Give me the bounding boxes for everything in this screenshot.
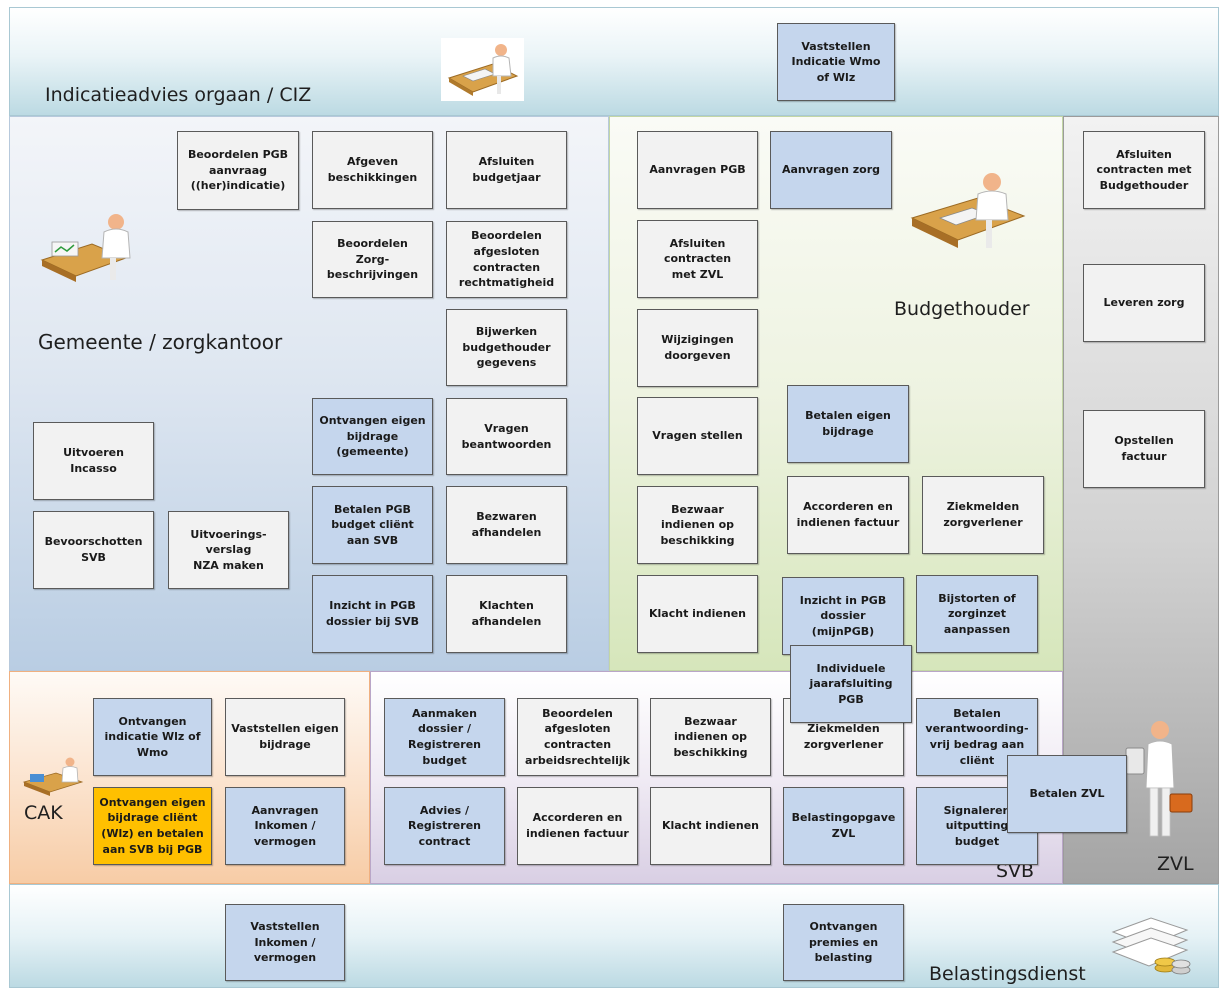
documents-and-coins-icon: [1107, 910, 1195, 984]
box-vaststellen-eigen-bijdrage: Vaststellen eigen bijdrage: [225, 698, 345, 776]
box-ontvangen-eigen-bijdrage-gemeente: Ontvangen eigen bijdrage (gemeente): [312, 398, 433, 475]
lane-label-budgethouder: Budgethouder: [894, 298, 1030, 320]
box-ontvangen-indicatie: Ontvangen indicatie Wlz of Wmo: [93, 698, 212, 776]
box-afgeven-beschikkingen: Afgeven beschikkingen: [312, 131, 433, 209]
box-inzicht-pgb-dossier-svb: Inzicht in PGB dossier bij SVB: [312, 575, 433, 653]
box-individuele-jaarafsluiting: Individuele jaarafsluiting PGB: [790, 645, 912, 723]
lane-label-gemeente: Gemeente / zorgkantoor: [38, 330, 283, 354]
box-wijzigingen-doorgeven: Wijzigingen doorgeven: [637, 309, 758, 387]
box-beoordelen-pgb-aanvraag: Beoordelen PGB aanvraag ((her)indicatie): [177, 131, 299, 210]
box-opstellen-factuur: Opstellen factuur: [1083, 410, 1205, 488]
clerk-at-desk-icon: [38, 208, 134, 288]
lane-ciz: [9, 7, 1219, 116]
box-aanvragen-inkomen: Aanvragen Inkomen / vermogen: [225, 787, 345, 865]
box-accorderen-factuur-svb: Accorderen en indienen factuur: [517, 787, 638, 865]
box-aanvragen-pgb: Aanvragen PGB: [637, 131, 758, 209]
box-beoordelen-arbeidsrechtelijk: Beoordelen afgesloten contracten arbeids…: [517, 698, 638, 776]
box-bijstorten: Bijstorten of zorginzet aanpassen: [916, 575, 1038, 653]
box-bezwaar-indienen-svb: Bezwaar indienen op beschikking: [650, 698, 771, 776]
box-beoordelen-contracten-rechtmatigheid: Beoordelen afgesloten contracten rechtma…: [446, 221, 567, 298]
box-bezwaar-indienen-budgethouder: Bezwaar indienen op beschikking: [637, 486, 758, 564]
box-klachten-afhandelen: Klachten afhandelen: [446, 575, 567, 653]
box-leveren-zorg: Leveren zorg: [1083, 264, 1205, 342]
box-uitvoeringsverslag: Uitvoerings- verslag NZA maken: [168, 511, 289, 589]
box-afsluiten-budgetjaar: Afsluiten budgetjaar: [446, 131, 567, 209]
box-inzicht-mijnpgb: Inzicht in PGB dossier (mijnPGB): [782, 577, 904, 655]
worker-with-briefcase-icon: [1120, 718, 1198, 844]
lane-label-ciz: Indicatieadvies orgaan / CIZ: [45, 84, 312, 106]
lane-belastingsdienst: [9, 884, 1219, 988]
box-ontvangen-eigen-bijdrage-client: Ontvangen eigen bijdrage cliënt (Wlz) en…: [93, 787, 212, 865]
lane-label-belastingsdienst: Belastingsdienst: [929, 963, 1086, 985]
lane-label-svb: SVB: [996, 860, 1035, 882]
box-vaststellen-indicatie: Vaststellen Indicatie Wmo of Wlz: [777, 23, 895, 101]
person-at-desk-icon: [906, 168, 1032, 258]
box-bijwerken-budgethouder-gegevens: Bijwerken budgethouder gegevens: [446, 309, 567, 386]
box-aanmaken-dossier: Aanmaken dossier / Registreren budget: [384, 698, 505, 776]
box-afsluiten-contracten-budgethouder: Afsluiten contracten met Budgethouder: [1083, 131, 1205, 209]
box-bevoorschotten-svb: Bevoorschotten SVB: [33, 511, 154, 589]
box-vragen-stellen: Vragen stellen: [637, 397, 758, 475]
box-bezwaren-afhandelen: Bezwaren afhandelen: [446, 486, 567, 564]
box-vragen-beantwoorden: Vragen beantwoorden: [446, 398, 567, 475]
box-vaststellen-inkomen: Vaststellen Inkomen / vermogen: [225, 904, 345, 981]
box-betalen-zvl: Betalen ZVL: [1007, 755, 1127, 833]
box-klacht-indienen-svb: Klacht indienen: [650, 787, 771, 865]
box-advies-registreren: Advies / Registreren contract: [384, 787, 505, 865]
lane-label-cak: CAK: [24, 802, 63, 824]
box-afsluiten-contracten-zvl: Afsluiten contracten met ZVL: [637, 220, 758, 298]
box-aanvragen-zorg: Aanvragen zorg: [770, 131, 892, 209]
box-ontvangen-premies: Ontvangen premies en belasting: [783, 904, 904, 981]
person-at-desk-icon: [22, 756, 86, 798]
lane-label-zvl: ZVL: [1157, 853, 1194, 875]
box-belastingopgave-zvl: Belastingopgave ZVL: [783, 787, 904, 865]
box-klacht-indienen-budgethouder: Klacht indienen: [637, 575, 758, 653]
person-at-desk-icon: [441, 38, 524, 101]
box-betalen-pgb-budget: Betalen PGB budget cliënt aan SVB: [312, 486, 433, 564]
box-beoordelen-zorgbeschrijvingen: Beoordelen Zorg- beschrijvingen: [312, 221, 433, 298]
box-uitvoeren-incasso: Uitvoeren Incasso: [33, 422, 154, 500]
box-ziekmelden-budgethouder: Ziekmelden zorgverlener: [922, 476, 1044, 554]
box-betalen-eigen-bijdrage: Betalen eigen bijdrage: [787, 385, 909, 463]
box-accorderen-factuur-budgethouder: Accorderen en indienen factuur: [787, 476, 909, 554]
